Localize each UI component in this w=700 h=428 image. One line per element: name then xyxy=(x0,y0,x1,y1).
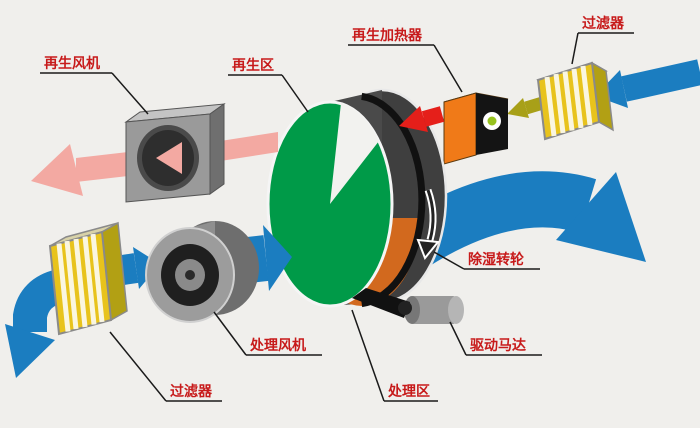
label-dehumid-wheel: 除湿转轮 xyxy=(468,251,524,267)
label-regen-zone: 再生区 xyxy=(232,57,274,73)
leader-lines xyxy=(40,32,634,402)
label-process-zone: 处理区 xyxy=(387,383,430,399)
drive-motor xyxy=(352,288,464,324)
regen-exhaust-arrow xyxy=(31,132,278,196)
label-regen-heater: 再生加热器 xyxy=(352,27,423,43)
wheel-rotation-arrow xyxy=(416,188,440,260)
regeneration-fan xyxy=(124,103,226,203)
filter-top xyxy=(536,61,614,141)
regen-air-inlet-arrow xyxy=(595,59,700,108)
filter-bottom xyxy=(48,221,128,336)
regeneration-heater xyxy=(443,92,509,165)
processing-fan xyxy=(145,221,259,323)
process-air-inlet-bend-arrow xyxy=(5,269,65,378)
label-regen-fan: 再生风机 xyxy=(44,55,100,71)
drive-belt xyxy=(361,92,426,308)
belt-to-pulley xyxy=(352,288,410,318)
regen-exhaust-arrowhead-inner xyxy=(156,142,182,174)
label-process-fan: 处理风机 xyxy=(249,337,306,353)
hot-air-arrow xyxy=(399,106,445,132)
desiccant-wheel xyxy=(266,88,448,308)
label-filter-top: 过滤器 xyxy=(582,15,625,31)
label-filter-bottom: 过滤器 xyxy=(170,383,213,399)
motor-pulley xyxy=(398,301,412,315)
label-drive-motor: 驱动马达 xyxy=(470,337,526,353)
regeneration-sector xyxy=(330,103,379,204)
